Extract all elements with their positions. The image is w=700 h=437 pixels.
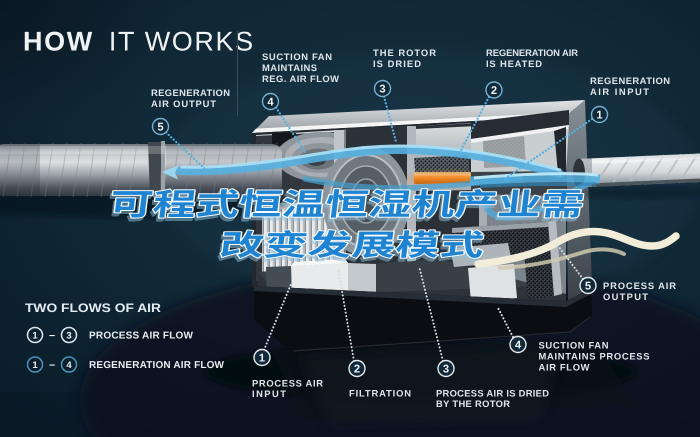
svg-text:1: 1 (259, 353, 265, 365)
svg-text:1: 1 (596, 110, 602, 122)
svg-text:TWO FLOWS OF AIR: TWO FLOWS OF AIR (25, 301, 161, 315)
svg-text:SUCTION FAN: SUCTION FAN (262, 51, 332, 62)
svg-text:REGENERATION: REGENERATION (151, 87, 230, 98)
svg-text:3: 3 (66, 331, 71, 342)
svg-text:1: 1 (32, 331, 38, 342)
svg-text:REG. AIR FLOW: REG. AIR FLOW (262, 73, 339, 84)
svg-text:3: 3 (379, 84, 385, 96)
svg-text:SUCTION FAN: SUCTION FAN (539, 340, 609, 351)
svg-text:MAINTAINS: MAINTAINS (262, 62, 317, 73)
svg-text:FILTRATION: FILTRATION (349, 388, 411, 399)
svg-text:INPUT: INPUT (252, 388, 286, 399)
svg-text:–: – (49, 330, 55, 342)
svg-text:PROCESS AIR: PROCESS AIR (252, 378, 323, 389)
svg-text:BY THE ROTOR: BY THE ROTOR (436, 398, 510, 409)
svg-text:AIR OUTPUT: AIR OUTPUT (151, 98, 216, 109)
svg-text:AIR INPUT: AIR INPUT (590, 86, 649, 97)
svg-text:REGENERATION AIR: REGENERATION AIR (486, 47, 578, 58)
svg-text:5: 5 (585, 281, 591, 293)
svg-text:5: 5 (157, 122, 163, 134)
svg-text:3: 3 (443, 364, 449, 376)
svg-text:–: – (49, 359, 55, 371)
svg-text:4: 4 (267, 97, 274, 109)
svg-text:MAINTAINS PROCESS: MAINTAINS PROCESS (539, 351, 650, 362)
svg-text:IS HEATED: IS HEATED (486, 58, 542, 69)
svg-text:AIR FLOW: AIR FLOW (539, 362, 590, 373)
svg-text:PROCESS AIR: PROCESS AIR (603, 280, 676, 291)
svg-text:REGENERATION AIR FLOW: REGENERATION AIR FLOW (89, 360, 225, 371)
svg-text:THE ROTOR: THE ROTOR (373, 47, 436, 58)
svg-text:4: 4 (66, 360, 72, 371)
svg-text:1: 1 (32, 360, 38, 371)
svg-text:2: 2 (491, 85, 497, 97)
svg-text:2: 2 (354, 364, 360, 376)
svg-text:PROCESS AIR FLOW: PROCESS AIR FLOW (89, 331, 194, 342)
svg-text:4: 4 (515, 340, 522, 352)
svg-text:REGENERATION: REGENERATION (590, 75, 670, 86)
svg-text:PROCESS AIR IS DRIED: PROCESS AIR IS DRIED (436, 388, 549, 399)
svg-text:IS DRIED: IS DRIED (373, 58, 421, 69)
svg-text:HOW IT WORKS: HOW IT WORKS (23, 27, 255, 57)
